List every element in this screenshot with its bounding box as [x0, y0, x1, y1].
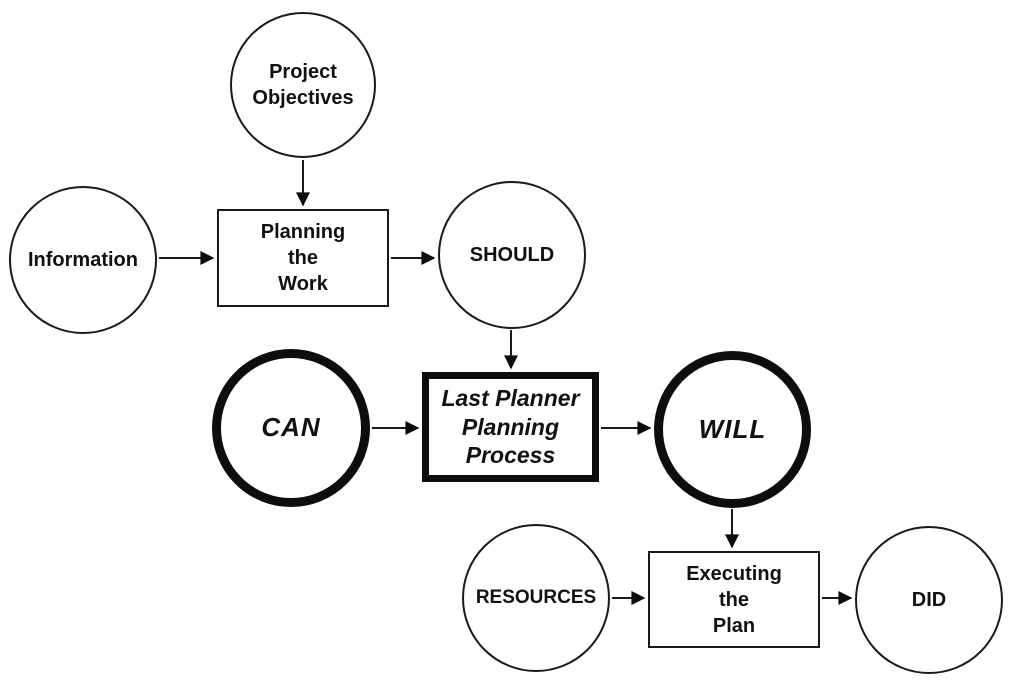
node-can-label: CAN	[261, 412, 321, 443]
node-information-label: Information	[28, 249, 138, 271]
node-information: Information	[9, 186, 157, 334]
node-executing-the-plan: Executing the Plan	[648, 551, 820, 648]
node-did-label: DID	[911, 589, 947, 611]
node-did: DID	[855, 526, 1003, 674]
node-planning-the-work-label: Planning the Work	[260, 221, 346, 295]
node-will: WILL	[654, 351, 811, 508]
node-resources-label: RESOURCES	[475, 586, 597, 608]
node-will-label: WILL	[698, 413, 767, 444]
node-can: CAN	[212, 349, 370, 507]
node-should-label: SHOULD	[469, 244, 555, 266]
node-should: SHOULD	[438, 181, 586, 329]
node-resources: RESOURCES	[462, 524, 610, 672]
node-planning-the-work: Planning the Work	[217, 209, 389, 307]
node-executing-the-plan-label: Executing the Plan	[686, 562, 782, 637]
node-last-planner-process-label: Last Planner Planning Process	[441, 384, 580, 469]
node-project-objectives: Project Objectives	[230, 12, 376, 158]
node-project-objectives-label: Project Objectives	[252, 61, 354, 109]
node-last-planner-process: Last Planner Planning Process	[422, 372, 599, 482]
